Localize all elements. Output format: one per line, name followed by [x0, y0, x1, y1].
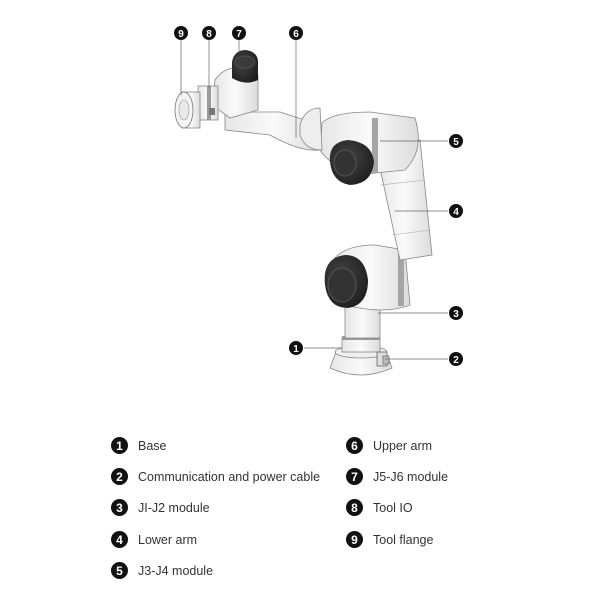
callout-6: 6 [289, 26, 303, 40]
callout-9: 9 [174, 26, 188, 40]
legend-item: 7 J5-J6 module [346, 468, 448, 485]
legend-label: Tool flange [373, 532, 434, 547]
svg-text:8: 8 [206, 29, 212, 40]
j5-j6-module [211, 50, 259, 119]
legend-item: 3 JI-J2 module [111, 499, 210, 516]
svg-text:4: 4 [453, 207, 459, 218]
number-badge: 7 [346, 468, 363, 485]
legend-label: J5-J6 module [373, 469, 449, 484]
callout-3: 3 [449, 306, 463, 320]
svg-text:3: 3 [453, 309, 459, 320]
number-badge: 4 [111, 531, 128, 548]
legend-item: 4 Lower arm [111, 531, 197, 548]
tool-io [197, 85, 219, 121]
number-badge: 5 [111, 562, 128, 579]
number-badge: 8 [346, 499, 363, 516]
number-badge: 3 [111, 499, 128, 516]
legend-item: 1 Base [111, 437, 167, 454]
number-badge: 6 [346, 437, 363, 454]
number-badge: 9 [346, 531, 363, 548]
legend-item: 9 Tool flange [346, 531, 433, 548]
upper-arm [224, 107, 323, 151]
callout-5: 5 [449, 134, 463, 148]
svg-text:9: 9 [178, 29, 184, 40]
svg-text:7: 7 [236, 29, 242, 40]
legend-item: 2 Communication and power cable [111, 468, 320, 485]
robot-arm-diagram: 9 8 7 6 5 4 3 1 2 [174, 26, 463, 376]
tool-flange [174, 91, 201, 129]
number-badge: 1 [111, 437, 128, 454]
callout-2: 2 [449, 352, 463, 366]
legend-label: Communication and power cable [138, 469, 321, 484]
svg-text:5: 5 [453, 137, 459, 148]
legend-label: Lower arm [138, 532, 198, 547]
number-badge: 2 [111, 468, 128, 485]
legend-item: 8 Tool IO [346, 499, 413, 516]
legend-label: Base [138, 438, 167, 453]
legend-label: Tool IO [373, 500, 413, 515]
legend-label: Upper arm [373, 438, 433, 453]
callout-1: 1 [289, 341, 303, 355]
svg-text:2: 2 [453, 355, 459, 366]
svg-text:1: 1 [293, 344, 299, 355]
callout-8: 8 [202, 26, 216, 40]
j3-j4-module [319, 111, 419, 185]
svg-text:6: 6 [293, 29, 299, 40]
callout-4: 4 [449, 204, 463, 218]
legend-label: JI-J2 module [138, 500, 210, 515]
leader-lines [180, 40, 448, 360]
legend-item: 6 Upper arm [346, 437, 432, 454]
legend-item: 5 J3-J4 module [111, 562, 213, 579]
legend-label: J3-J4 module [138, 563, 214, 578]
j1-j2-module [324, 244, 411, 339]
callout-7: 7 [232, 26, 246, 40]
